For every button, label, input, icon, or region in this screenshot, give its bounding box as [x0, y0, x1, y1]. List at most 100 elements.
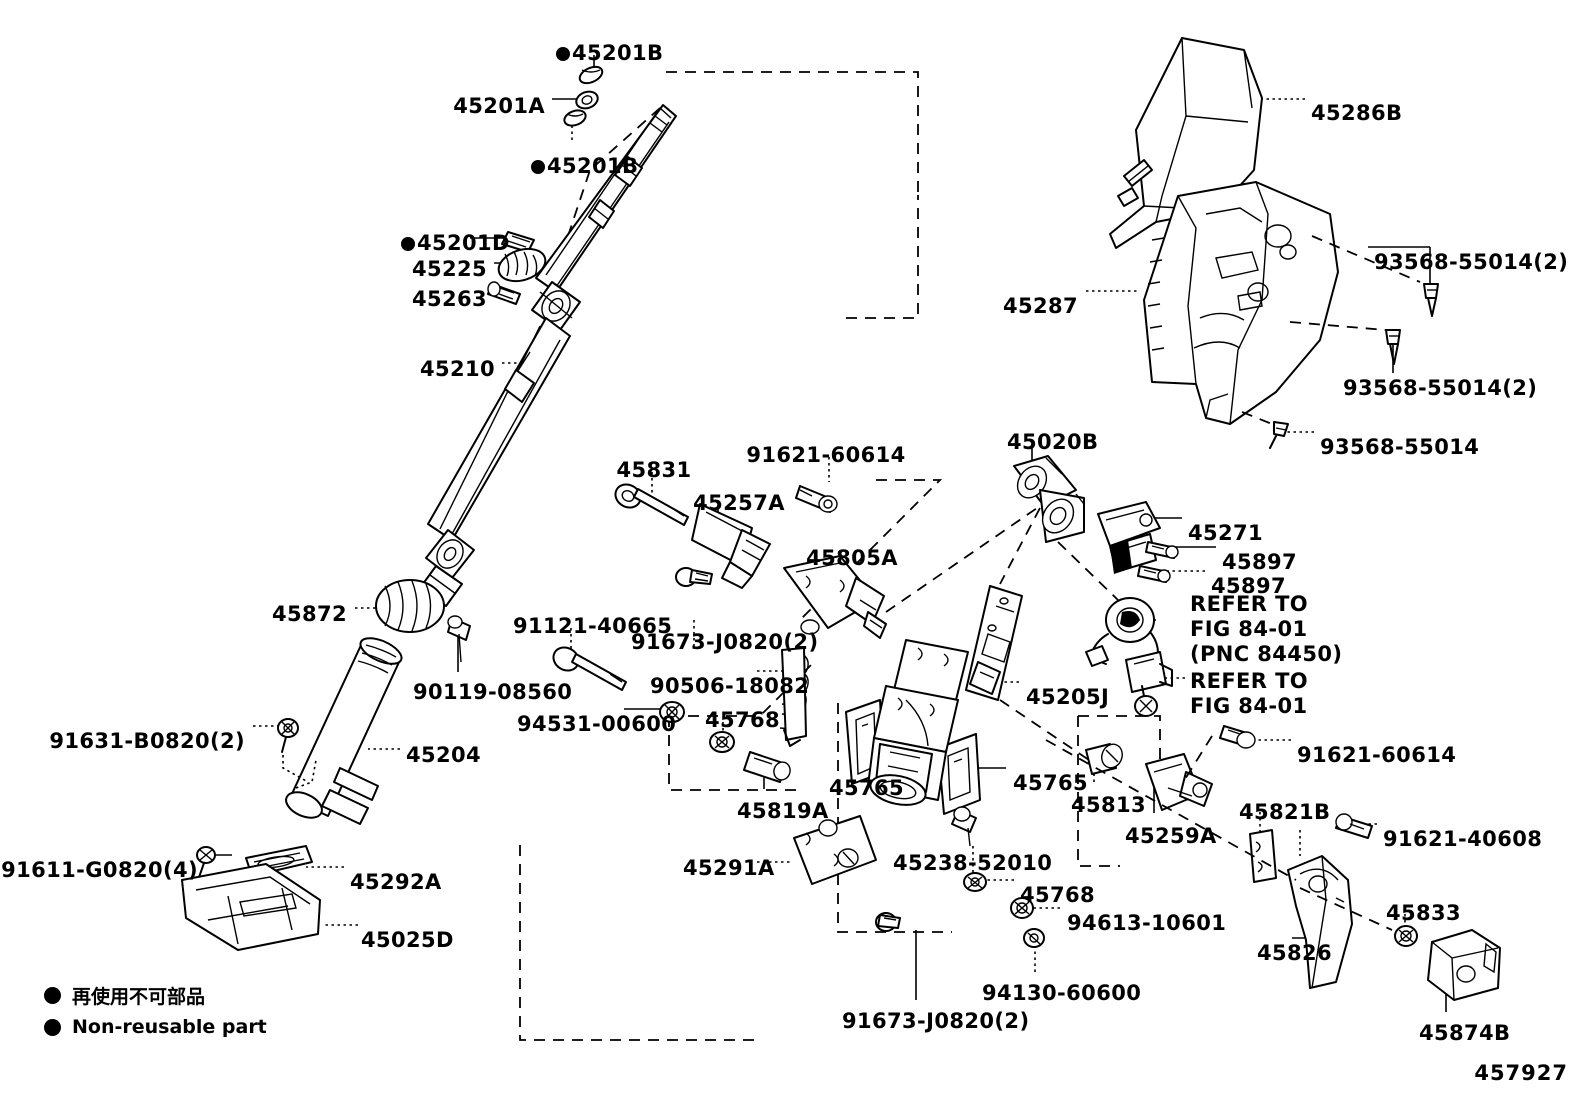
legend-english-text: Non-reusable part: [72, 1016, 267, 1038]
part-callout-94531-00600[interactable]: 94531-00600: [517, 712, 677, 737]
nonreusable-bullet-icon: [44, 987, 61, 1004]
part-number-text: 45201B: [572, 41, 664, 65]
nonreusable-bullet-icon: [44, 1018, 61, 1036]
part-callout-93568-55014-2-[interactable]: 93568-55014(2): [1343, 376, 1537, 401]
part-callout-45259A[interactable]: 45259A: [1125, 824, 1217, 849]
part-number-text: 91621-60614: [746, 443, 906, 467]
part-number-text: 45210: [419, 357, 495, 381]
legend: 再使用不可部品 Non-reusable part: [44, 982, 267, 1045]
part-callout-45287[interactable]: 45287: [1002, 294, 1078, 319]
part-callout-91631-B0820-2-[interactable]: 91631-B0820(2): [49, 729, 245, 754]
part-callout-45826[interactable]: 45826: [1257, 941, 1333, 966]
part-number-text: 93568-55014(2): [1374, 250, 1569, 274]
part-callout-45768[interactable]: 45768: [1020, 883, 1096, 908]
part-number-text: 45291A: [683, 856, 775, 880]
part-number-text: 45020B: [1007, 430, 1099, 454]
part-callout-45805A[interactable]: 45805A: [806, 546, 898, 571]
part-callout-94130-60600[interactable]: 94130-60600: [982, 981, 1142, 1006]
part-callout-91673-J0820-2-[interactable]: 91673-J0820(2): [842, 1009, 1030, 1034]
refer-note-a-line3: (PNC 84450): [1190, 642, 1343, 667]
part-number-text: 94613-10601: [1067, 911, 1227, 935]
part-callout-45204[interactable]: 45204: [406, 743, 482, 768]
part-callout-45286B[interactable]: 45286B: [1311, 101, 1402, 126]
part-callout-90506-18082[interactable]: 90506-18082: [650, 674, 810, 699]
part-callout-93568-55014-2-[interactable]: 93568-55014(2): [1374, 250, 1569, 275]
refer-note-a-line1: REFER TO: [1190, 592, 1309, 616]
part-callout-45271[interactable]: 45271: [1188, 521, 1264, 546]
part-callout-93568-55014[interactable]: 93568-55014: [1320, 435, 1480, 460]
part-callout-45210[interactable]: 45210: [419, 357, 495, 382]
refer-note-a-line2: FIG 84-01: [1190, 617, 1308, 642]
part-callout-91621-60614[interactable]: 91621-60614: [1297, 743, 1456, 768]
legend-japanese-text: 再使用不可部品: [72, 986, 206, 1008]
part-number-text: 90506-18082: [650, 674, 810, 698]
part-callout-45201B[interactable]: 45201B: [556, 41, 664, 66]
refer-note-b-line2: FIG 84-01: [1190, 694, 1308, 719]
part-number-text: 45201B: [547, 154, 639, 178]
part-number-text: 45768: [1020, 883, 1096, 907]
part-number-text: 45813: [1071, 793, 1147, 817]
part-number-text: 45833: [1386, 901, 1462, 925]
part-callout-45257A[interactable]: 45257A: [693, 491, 785, 516]
part-number-text: 91621-40608: [1383, 827, 1543, 851]
part-callout-45819A[interactable]: 45819A: [737, 799, 829, 824]
refer-note-b: REFER TO FIG 84-01: [1190, 669, 1308, 719]
part-callout-91621-40608[interactable]: 91621-40608: [1383, 827, 1543, 852]
part-callout-94613-10601[interactable]: 94613-10601: [1067, 911, 1227, 936]
part-callout-45831[interactable]: 45831: [616, 458, 691, 483]
part-callout-91621-60614[interactable]: 91621-60614: [746, 443, 906, 468]
part-callout-91673-J0820-2-[interactable]: 91673-J0820(2): [631, 630, 819, 655]
part-callout-91121-40665[interactable]: 91121-40665: [513, 614, 673, 639]
part-number-text: 45204: [406, 743, 482, 767]
part-number-text: 45287: [1002, 294, 1078, 318]
part-number-text: 45768: [705, 708, 781, 732]
part-callout-45020B[interactable]: 45020B: [1007, 430, 1099, 455]
part-callout-45201D[interactable]: 45201D: [401, 231, 510, 256]
part-callout-45821B[interactable]: 45821B: [1239, 800, 1330, 825]
part-callout-45201A[interactable]: 45201A: [453, 94, 545, 119]
part-callout-45768[interactable]: 45768: [705, 708, 781, 733]
part-callout-45897[interactable]: 45897: [1222, 550, 1298, 575]
part-number-text: 45765: [829, 776, 905, 800]
part-number-text: 45025D: [361, 928, 454, 952]
part-number-text: 45263: [411, 287, 487, 311]
part-number-text: 45292A: [350, 870, 442, 894]
part-callout-45897[interactable]: 45897: [1211, 574, 1287, 599]
part-callout-90119-08560[interactable]: 90119-08560: [413, 680, 572, 705]
part-callout-45201B[interactable]: 45201B: [531, 154, 639, 179]
part-callout-45292A[interactable]: 45292A: [350, 870, 442, 895]
part-number-text: 45897: [1222, 550, 1298, 574]
part-number-text: 91121-40665: [513, 614, 673, 638]
part-callout-45872[interactable]: 45872: [271, 602, 347, 627]
part-callout-45874B[interactable]: 45874B: [1419, 1021, 1510, 1046]
part-number-text: 45201A: [453, 94, 545, 118]
refer-note-b-line1: REFER TO: [1190, 669, 1309, 693]
part-callout-45833[interactable]: 45833: [1386, 901, 1462, 926]
part-callout-45225[interactable]: 45225: [412, 257, 487, 282]
part-number-text: 91673-J0820(2): [631, 630, 819, 654]
nonreusable-bullet-icon: [531, 160, 545, 174]
part-callout-91611-G0820-4-[interactable]: 91611-G0820(4): [1, 858, 198, 883]
part-number-text: 94531-00600: [517, 712, 677, 736]
part-number-text: 45271: [1188, 521, 1264, 545]
part-number-text: 45819A: [737, 799, 829, 823]
part-number-text: 45872: [271, 602, 347, 626]
part-number-text: 91673-J0820(2): [842, 1009, 1030, 1033]
figure-number: 457927: [1474, 1061, 1568, 1085]
part-number-text: 45897: [1211, 574, 1287, 598]
part-number-text: 93568-55014: [1320, 435, 1480, 459]
part-callout-45025D[interactable]: 45025D: [361, 928, 454, 953]
part-number-text: 94130-60600: [982, 981, 1142, 1005]
part-callout-45238-52010[interactable]: 45238-52010: [893, 851, 1052, 876]
part-callout-45263[interactable]: 45263: [411, 287, 487, 312]
part-callout-45205J[interactable]: 45205J: [1026, 685, 1109, 710]
part-number-text: 45826: [1257, 941, 1333, 965]
refer-note-a: REFER TO FIG 84-01 (PNC 84450): [1190, 592, 1342, 668]
part-callout-45813[interactable]: 45813: [1071, 793, 1147, 818]
part-callout-45291A[interactable]: 45291A: [683, 856, 775, 881]
part-callout-45765[interactable]: 45765: [1013, 771, 1088, 796]
part-number-text: 45257A: [693, 491, 785, 515]
part-callout-45765[interactable]: 45765: [829, 776, 905, 801]
